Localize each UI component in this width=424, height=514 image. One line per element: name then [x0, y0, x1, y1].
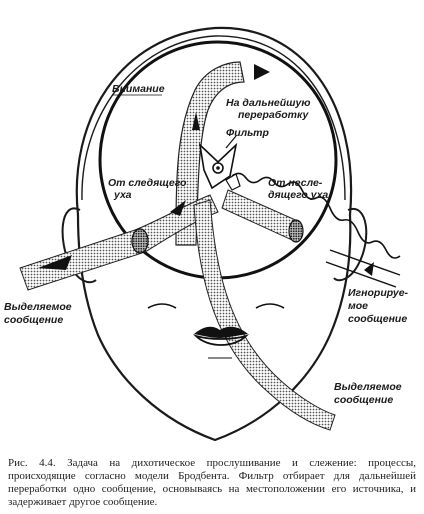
label-from-unattended-1: От несле-	[268, 177, 323, 189]
label-ignored-3: сообщение	[348, 313, 407, 325]
label-from-attended-2: уха	[113, 189, 132, 201]
label-further-processing-2: переработку	[238, 109, 309, 121]
label-ignored-1: Игнорируе-	[348, 287, 409, 299]
unattended-ear-opening	[288, 219, 304, 243]
left-eye	[147, 303, 177, 309]
broadbent-filter-diagram: Внимание На дальнейшую переработку Фильт…	[4, 26, 409, 442]
mouth-upper	[194, 326, 248, 338]
right-eye	[255, 303, 285, 309]
attention-stream	[175, 61, 245, 246]
attention-arrow-right	[254, 64, 270, 80]
label-selected-bottom-1: Выделяемое	[334, 381, 402, 393]
selected-output-stream	[193, 199, 336, 431]
ignored-message-line-1	[329, 249, 401, 276]
label-further-processing-1: На дальнейшую	[226, 97, 310, 109]
blocked-x	[225, 173, 241, 191]
attended-arrow	[170, 200, 186, 216]
ignored-message-line-2	[325, 261, 397, 288]
label-ignored-2: мое	[348, 300, 368, 312]
label-attention: Внимание	[112, 83, 165, 95]
attention-arrow-up	[192, 112, 200, 130]
right-ear	[333, 207, 368, 282]
attended-ear-opening	[131, 228, 149, 254]
head-outline	[75, 26, 353, 442]
filter-pointer	[225, 135, 237, 149]
label-selected-left-2: сообщение	[4, 314, 63, 326]
label-selected-left-1: Выделяемое	[4, 301, 72, 313]
label-selected-bottom-2: сообщение	[334, 394, 393, 406]
input-arrow	[38, 255, 72, 270]
filter-node-center	[216, 166, 220, 170]
figure-caption: Рис. 4.4. Задача на дихотическое прослуш…	[8, 457, 416, 508]
label-from-unattended-2: дящего уха	[268, 189, 328, 201]
unattended-arrow	[364, 262, 374, 276]
mouth-lower	[192, 334, 250, 346]
label-filter: Фильтр	[226, 127, 269, 139]
hair-line	[81, 35, 346, 201]
label-from-attended-1: От следящего	[108, 177, 187, 189]
ignored-message-wave	[231, 172, 401, 259]
